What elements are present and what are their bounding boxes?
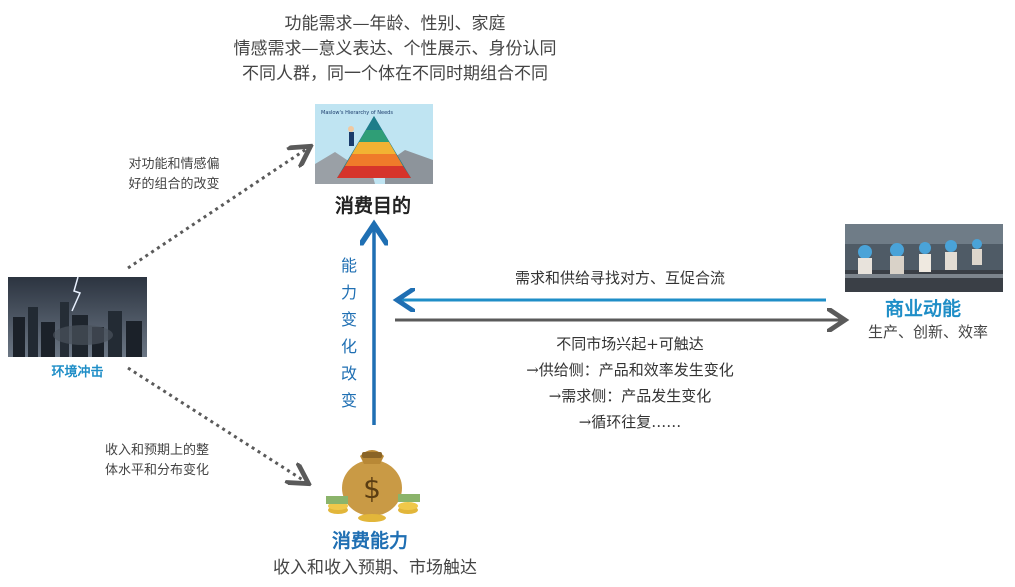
ability-char-5: 改 [340, 364, 357, 383]
environment-shock-image [8, 277, 147, 357]
maslow-pyramid-image: Maslow's Hierarchy of Needs [315, 104, 433, 184]
ability-char-2: 力 [340, 283, 357, 302]
ability-char-3: 变 [340, 310, 357, 329]
market-line-1: 不同市场兴起+可触达 [556, 335, 704, 353]
env-to-ability-label: 收入和预期上的整体水平和分布变化 [104, 443, 209, 478]
market-line-4: →循环往复…… [578, 413, 682, 431]
pyramid-caption: Maslow's Hierarchy of Needs [321, 110, 393, 116]
consumption-ability-title: 消费能力 [331, 530, 408, 552]
ability-char-1: 能 [340, 256, 357, 275]
arrow-env-to-purpose [127, 148, 308, 270]
note-functional: 功能需求—年龄、性别、家庭 [284, 14, 506, 34]
market-line-2: →供给侧：产品和效率发生变化 [526, 361, 734, 379]
market-line-3: →需求侧：产品发生变化 [548, 387, 712, 405]
consumption-ability-subtitle: 收入和收入预期、市场触达 [273, 558, 477, 578]
commercial-momentum-image [845, 224, 1003, 292]
ability-char-4: 化 [340, 337, 357, 356]
commercial-momentum-subtitle: 生产、创新、效率 [867, 323, 988, 341]
commerce-to-center-label: 需求和供给寻找对方、互促合流 [514, 269, 725, 287]
center-to-commerce-label: 不同市场兴起+可触达 →供给侧：产品和效率发生变化 →需求侧：产品发生变化 →循… [470, 331, 790, 435]
note-emotional: 情感需求—意义表达、个性展示、身份认同 [233, 39, 557, 59]
svg-text:$: $ [363, 472, 381, 505]
arrow-env-to-ability [127, 366, 306, 482]
consumption-ability-image: $ [326, 450, 420, 522]
ability-char-6: 变 [340, 391, 357, 410]
commercial-momentum-title: 商业动能 [884, 298, 961, 320]
consumption-purpose-title: 消费目的 [334, 195, 411, 217]
note-population: 不同人群，同一个体在不同时期组合不同 [242, 64, 548, 84]
env-to-purpose-label: 对功能和情感偏好的组合的改变 [128, 157, 220, 192]
ability-to-purpose-label: 能 力 变 化 改 变 [337, 252, 361, 414]
environment-shock-label: 环境冲击 [51, 365, 104, 380]
top-notes: 功能需求—年龄、性别、家庭 情感需求—意义表达、个性展示、身份认同 不同人群，同… [170, 12, 620, 87]
